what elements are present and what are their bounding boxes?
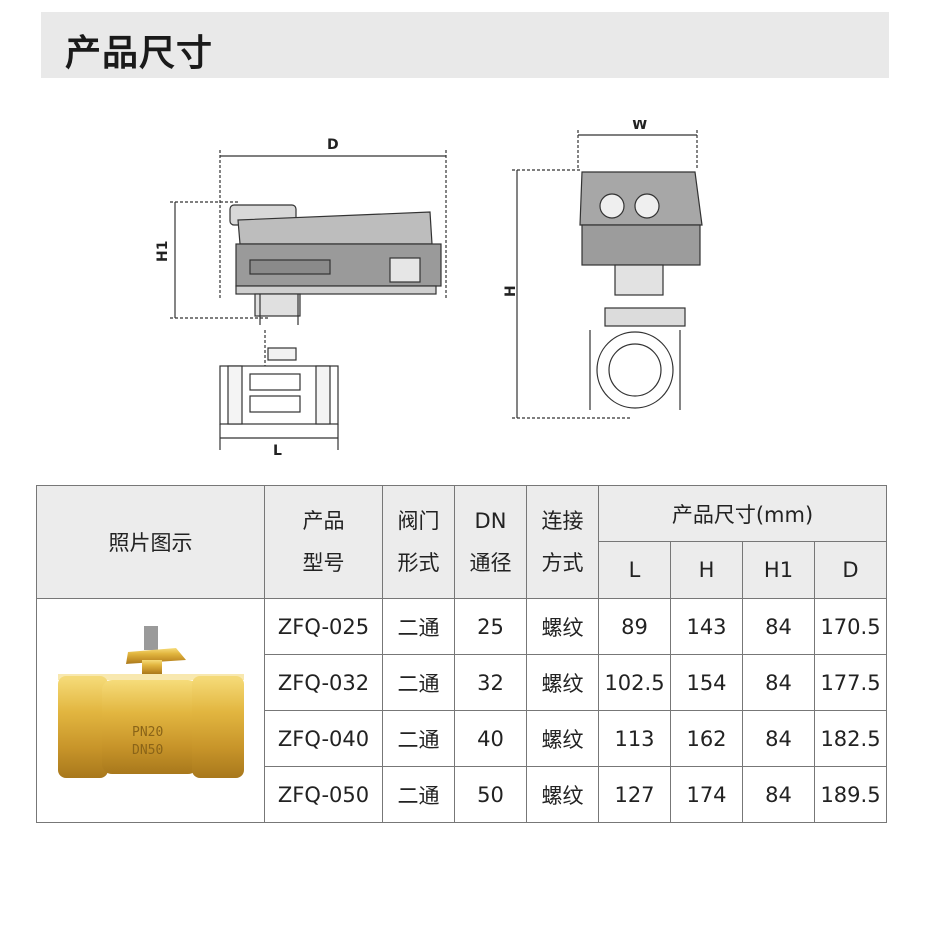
valve-cell: 二通	[382, 710, 455, 767]
product-photo: PN20 DN50	[36, 598, 265, 823]
dim-col-h1: H1	[742, 541, 815, 599]
model-cell: ZFQ-040	[264, 710, 383, 767]
conn-cell: 螺纹	[526, 598, 599, 655]
dn-cell: 40	[454, 710, 527, 767]
dim-col-d: D	[814, 541, 887, 599]
model-header: 产品型号	[264, 485, 383, 599]
valve-cell: 二通	[382, 598, 455, 655]
table-row: ZFQ-050 二通 50 螺纹 127 174 84 189.5	[37, 766, 887, 823]
h-cell: 154	[670, 654, 743, 711]
dn-cell: 25	[454, 598, 527, 655]
svg-text:DN50: DN50	[132, 743, 163, 758]
valve-cell: 二通	[382, 766, 455, 823]
table-row: PN20 DN50 ZFQ-025 二通 25 螺纹 89 143 84 170…	[36, 598, 887, 823]
dimensions-header: 产品尺寸(mm)	[598, 485, 887, 542]
d-label: D	[327, 137, 339, 153]
h1-cell: 84	[742, 766, 815, 823]
model-cell: ZFQ-032	[264, 654, 383, 711]
l-cell: 127	[598, 766, 671, 823]
h-cell: 143	[670, 598, 743, 655]
table-row: ZFQ-040 二通 40 螺纹 113 162 84 182.5	[37, 710, 887, 767]
conn-cell: 螺纹	[526, 710, 599, 767]
model-cell: ZFQ-050	[264, 766, 383, 823]
d-cell: 177.5	[814, 654, 887, 711]
section-title-bar: 产品尺寸	[41, 12, 889, 78]
valve-cell: 二通	[382, 654, 455, 711]
dimension-drawing: D H1 L W H	[155, 120, 703, 459]
h1-label: H1	[155, 241, 171, 262]
w-label: W	[632, 120, 647, 133]
section-title: 产品尺寸	[65, 33, 214, 74]
h1-cell: 84	[742, 598, 815, 655]
table-row: ZFQ-032 二通 32 螺纹 102.5 154 84 177.5	[37, 654, 887, 711]
h-label: H	[503, 285, 519, 297]
d-cell: 189.5	[814, 766, 887, 823]
dim-col-l: L	[598, 541, 671, 599]
h1-cell: 84	[742, 710, 815, 767]
dim-col-h: H	[670, 541, 743, 599]
photo-header: 照片图示	[36, 485, 265, 599]
h1-cell: 84	[742, 654, 815, 711]
l-cell: 102.5	[598, 654, 671, 711]
l-cell: 113	[598, 710, 671, 767]
d-cell: 182.5	[814, 710, 887, 767]
model-cell: ZFQ-025	[264, 598, 383, 655]
l-label: L	[273, 443, 282, 459]
dn-cell: 32	[454, 654, 527, 711]
conn-cell: 螺纹	[526, 766, 599, 823]
conn-cell: 螺纹	[526, 654, 599, 711]
dn-cell: 50	[454, 766, 527, 823]
h-cell: 174	[670, 766, 743, 823]
h-cell: 162	[670, 710, 743, 767]
d-cell: 170.5	[814, 598, 887, 655]
svg-text:PN20: PN20	[132, 725, 163, 740]
connection-header: 连接方式	[526, 485, 599, 599]
brass-valve-image: PN20 DN50	[57, 626, 244, 778]
l-cell: 89	[598, 598, 671, 655]
valve-type-header: 阀门形式	[382, 485, 455, 599]
